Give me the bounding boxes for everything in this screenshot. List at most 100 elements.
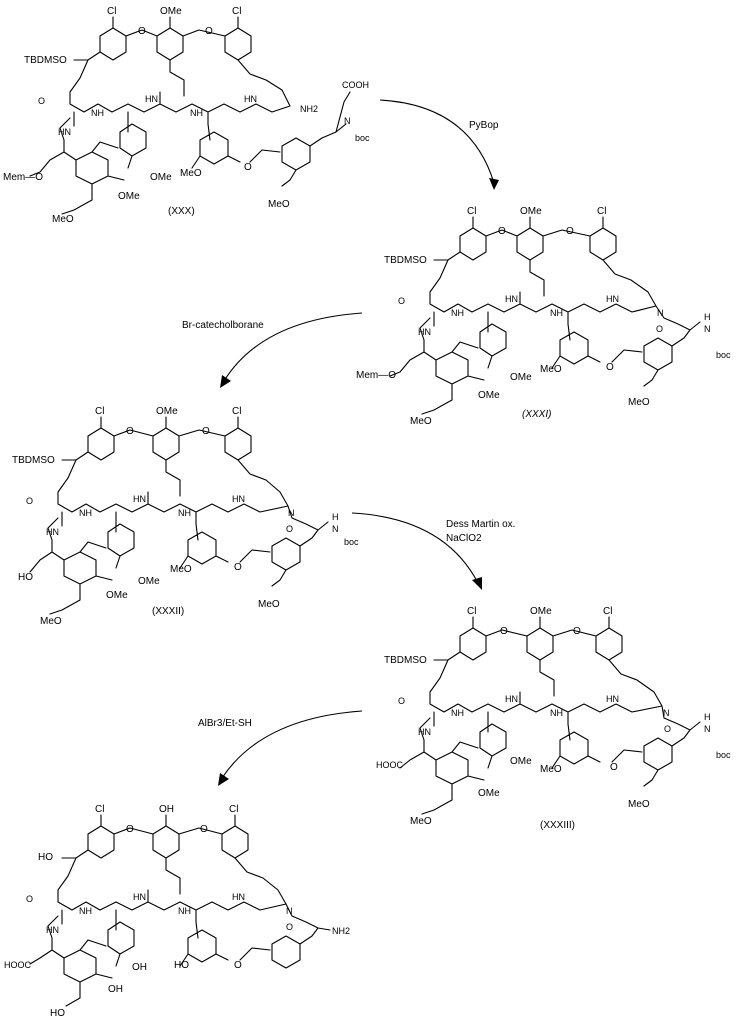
label-mem-o: Mem—O [3, 172, 43, 183]
label-hn: HN [418, 727, 431, 737]
label-cl: Cl [467, 606, 476, 617]
label-hn: HN [133, 494, 146, 504]
label-hooc: HOOC [4, 960, 32, 970]
label-tbdmso: TBDMSO [12, 455, 55, 466]
label-nh: NH [79, 906, 92, 916]
reagent-dess-martin: Dess Martin ox. [446, 519, 515, 530]
label-cl: Cl [467, 206, 476, 217]
label-ho: HO [38, 852, 53, 863]
label-n: N [704, 724, 711, 734]
label-nh2: NH2 [300, 104, 318, 114]
label-meo: MeO [258, 599, 280, 610]
label-o: O [26, 496, 33, 506]
label-n: N [288, 508, 295, 518]
label-hn: HN [46, 925, 59, 935]
label-o: O [566, 226, 574, 237]
compound-label-xxxii: (XXXII) [152, 606, 184, 617]
label-hn: HN [145, 94, 158, 104]
label-oh: OH [132, 962, 147, 973]
label-n: N [332, 524, 339, 534]
compound-xxx: Cl OMe Cl O O TBDMSO NH HN NH HN NH2 O H… [3, 6, 370, 225]
label-tbdmso: TBDMSO [384, 255, 427, 266]
arrow-head-2 [220, 375, 231, 388]
molecule-bonds [399, 616, 701, 815]
label-meo: MeO [540, 764, 562, 775]
label-hn: HN [505, 294, 518, 304]
label-nh2: NH2 [332, 926, 350, 936]
label-nh: NH [550, 708, 563, 718]
label-hn: HN [606, 294, 619, 304]
label-hn: HN [244, 94, 257, 104]
label-meo: MeO [628, 799, 650, 810]
label-hn: HN [232, 494, 245, 504]
label-nh: NH [190, 108, 203, 118]
label-boc: boc [716, 350, 731, 360]
label-cl: Cl [95, 804, 104, 815]
label-meo: MeO [628, 397, 650, 408]
label-o: O [38, 96, 45, 106]
compound-final-product: Cl OH Cl O O HO NH HN NH HN N O HN HOOC … [4, 804, 350, 1019]
molecule-bonds [29, 16, 351, 215]
reaction-arrows [218, 99, 499, 786]
label-cl: Cl [597, 206, 606, 217]
label-ome: OMe [118, 191, 140, 202]
label-mem-o: Mem—O [356, 370, 396, 381]
molecule-bonds [29, 416, 329, 615]
label-meo: MeO [410, 816, 432, 827]
label-nh: NH [178, 508, 191, 518]
reagent-pybop: PyBop [469, 120, 499, 131]
label-hooc: HOOC [376, 760, 404, 770]
label-o: O [202, 426, 210, 437]
label-oh: OH [159, 804, 174, 815]
compound-label-xxx: (XXX) [168, 206, 195, 217]
label-hn: HN [505, 694, 518, 704]
label-cl: Cl [232, 6, 241, 17]
label-ome: OMe [520, 206, 542, 217]
molecule-bonds [389, 216, 701, 415]
label-o: O [138, 26, 146, 37]
label-boc: boc [355, 133, 370, 143]
compound-xxxii: Cl OMe Cl O O TBDMSO NH HN NH HN N O HN … [12, 406, 359, 627]
compound-label-xxxiii: (XXXIII) [540, 820, 575, 831]
label-o: O [200, 824, 208, 835]
label-cooh: COOH [342, 80, 369, 90]
label-hn: HN [418, 327, 431, 337]
label-n: N [663, 708, 670, 718]
label-nh: NH [550, 308, 563, 318]
arrow-step-3 [351, 512, 479, 584]
label-ome: OMe [156, 406, 178, 417]
label-meo: MeO [40, 616, 62, 627]
label-cl: Cl [95, 406, 104, 417]
label-o: O [498, 226, 506, 237]
label-ome: OMe [530, 606, 552, 617]
label-h: H [704, 312, 711, 322]
label-cl: Cl [107, 6, 116, 17]
label-ome: OMe [510, 756, 532, 767]
label-n: N [704, 324, 711, 334]
arrow-step-4 [221, 710, 363, 779]
label-o: O [286, 922, 293, 932]
label-hn: HN [606, 694, 619, 704]
label-ome: OMe [510, 372, 532, 383]
label-hn: HN [46, 527, 59, 537]
label-o: O [26, 894, 33, 904]
label-ho: HO [174, 960, 189, 971]
label-o: O [606, 362, 614, 373]
label-o: O [286, 524, 293, 534]
label-nh: NH [451, 308, 464, 318]
label-meo: MeO [52, 214, 74, 225]
label-nh: NH [91, 108, 104, 118]
label-nh: NH [79, 508, 92, 518]
label-cl: Cl [229, 804, 238, 815]
arrow-step-1 [379, 99, 495, 184]
label-meo: MeO [180, 168, 202, 179]
label-ome: OMe [478, 788, 500, 799]
label-hn: HN [58, 127, 71, 137]
arrow-step-2 [223, 312, 363, 382]
label-ome: OMe [478, 390, 500, 401]
label-meo: MeO [268, 199, 290, 210]
label-meo: MeO [540, 364, 562, 375]
label-o: O [244, 162, 252, 173]
label-boc: boc [716, 750, 731, 760]
